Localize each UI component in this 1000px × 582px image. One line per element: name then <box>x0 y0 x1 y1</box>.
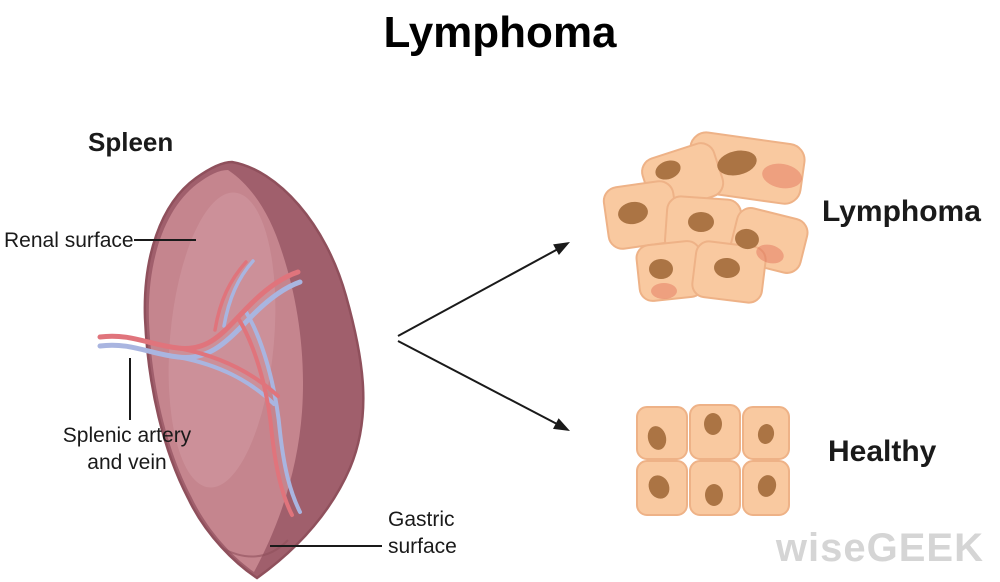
watermark: wiseGEEK <box>775 526 984 570</box>
arrow-lines <box>397 248 559 425</box>
cell-nucleus <box>714 257 740 279</box>
arrow-to-lymphoma-head <box>553 242 570 255</box>
page-title: Lymphoma <box>383 8 617 57</box>
arrow-to-healthy-head <box>553 418 570 431</box>
cell-nucleus <box>757 424 775 444</box>
cell-nucleus <box>688 212 714 232</box>
cell-nucleus <box>704 413 722 435</box>
cell-nucleus <box>757 475 777 497</box>
lymphoma-cells-label: Lymphoma <box>822 195 981 228</box>
spleen-label: Spleen <box>88 127 174 157</box>
lymphoma-cell-blush-spots <box>651 163 802 299</box>
healthy-cells-label: Healthy <box>828 435 937 468</box>
cell-nucleus <box>648 475 670 499</box>
splenic-vessels-label: Splenic artery and vein <box>62 424 192 475</box>
cell-nucleus <box>649 259 673 279</box>
healthy-cell-nuclei <box>647 413 777 506</box>
cell-nucleus <box>717 150 757 176</box>
cell-nucleus <box>705 484 723 506</box>
blush-spot <box>651 283 677 299</box>
cell-nucleus <box>735 228 759 250</box>
annotation-lines <box>129 239 382 547</box>
arrow-to-lymphoma-line <box>397 248 559 337</box>
splenic-artery <box>97 260 301 517</box>
arrow-to-healthy-line <box>397 340 558 425</box>
cell-nucleus <box>647 426 667 450</box>
blush-spot <box>762 163 802 189</box>
lymphoma-cell-nuclei <box>618 150 759 279</box>
cell-nucleus <box>618 201 648 225</box>
spleen-illustration <box>97 160 365 580</box>
renal-surface-label: Renal surface <box>4 229 134 252</box>
blush-spot <box>756 244 784 264</box>
arrow-heads <box>553 242 570 431</box>
gastric-surface-label: Gastric surface <box>388 508 457 559</box>
cell-nucleus <box>655 160 681 180</box>
